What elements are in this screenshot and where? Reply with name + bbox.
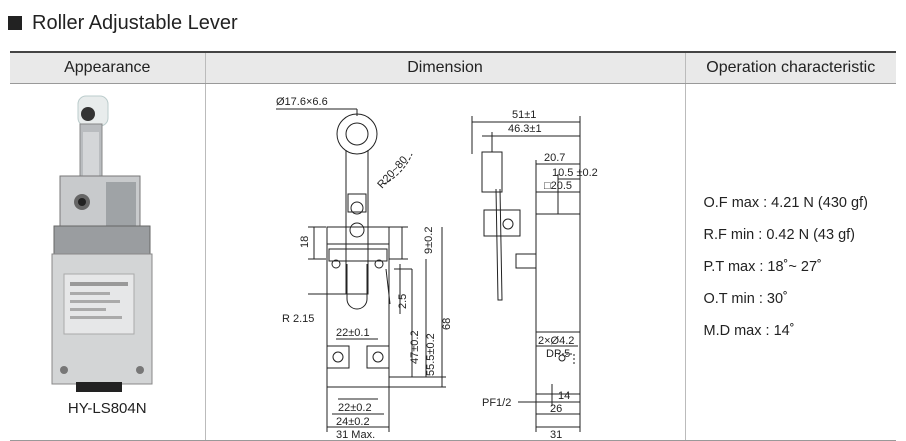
title-text: Roller Adjustable Lever — [32, 11, 238, 34]
square-bullet-icon — [8, 16, 22, 30]
dim-24: 24±0.2 — [336, 416, 370, 428]
op-pt: P.T max : 18˚~ 27˚ — [703, 259, 822, 275]
dim-pf: PF1/2 — [482, 397, 511, 409]
dim-2-5: 2.5 — [397, 294, 409, 309]
dim-51: 51±1 — [512, 109, 536, 121]
dim-radius-range: R20~80 — [375, 154, 410, 191]
dim-9: 9±0.2 — [423, 227, 435, 254]
model-label: HY-LS804N — [67, 400, 147, 417]
header-dimension: Dimension — [204, 51, 686, 84]
dim-22-b: 22±0.2 — [338, 402, 372, 414]
header-row: Appearance Dimension Operation character… — [10, 51, 896, 84]
op-of: O.F max : 4.21 N (430 gf) — [703, 195, 868, 211]
section-title: Roller Adjustable Lever — [8, 9, 238, 37]
header-appearance: Appearance — [10, 51, 206, 84]
dim-holes: 2×Ø4.2 — [538, 335, 574, 347]
appearance-cell: HY-LS804N — [10, 83, 206, 441]
side-lever — [495, 188, 503, 301]
front-roller — [336, 113, 377, 155]
front-body — [326, 226, 389, 388]
dim-20-7: 20.7 — [544, 152, 565, 164]
spec-table: Appearance Dimension Operation character… — [10, 51, 896, 441]
dim-10-5: 10.5 ±0.2 — [552, 167, 598, 179]
dim-dp5: DP 5 — [546, 348, 570, 360]
dim-26: 26 — [550, 403, 562, 415]
dim-22-a: 22±0.1 — [336, 327, 370, 339]
header-operation: Operation characteristic — [684, 51, 896, 84]
limit-switch-photo — [51, 95, 153, 392]
dim-roller: Ø17.6×6.6 — [276, 96, 328, 108]
op-md: M.D max : 14˚ — [703, 323, 795, 339]
dim-31-max: 31 Max. — [336, 429, 375, 440]
dim-14: 14 — [558, 390, 570, 402]
content-row: HY-LS804N — [10, 83, 896, 441]
dim-31: 31 — [550, 429, 562, 440]
dim-55-5: 55.5±0.2 — [425, 333, 437, 376]
op-ot: O.T min : 30˚ — [703, 291, 788, 307]
dim-46-3: 46.3±1 — [508, 123, 542, 135]
op-rf: R.F min : 0.42 N (43 gf) — [703, 227, 856, 243]
dim-47: 47±0.2 — [409, 330, 421, 364]
dimension-cell: Ø17.6×6.6 R20~80 18 9±0.2 2.5 R 2.15 22±… — [204, 83, 686, 441]
dim-18: 18 — [299, 236, 311, 248]
side-roller — [481, 151, 502, 193]
front-lever — [345, 150, 368, 295]
dim-20-5: □20.5 — [544, 180, 572, 192]
side-body — [535, 213, 580, 395]
dimension-drawing: Ø17.6×6.6 R20~80 18 9±0.2 2.5 R 2.15 22±… — [275, 96, 598, 440]
dim-r2-15: R 2.15 — [282, 313, 314, 325]
operation-cell: O.F max : 4.21 N (430 gf) R.F min : 0.42… — [684, 83, 896, 441]
dim-68: 68 — [441, 318, 453, 330]
